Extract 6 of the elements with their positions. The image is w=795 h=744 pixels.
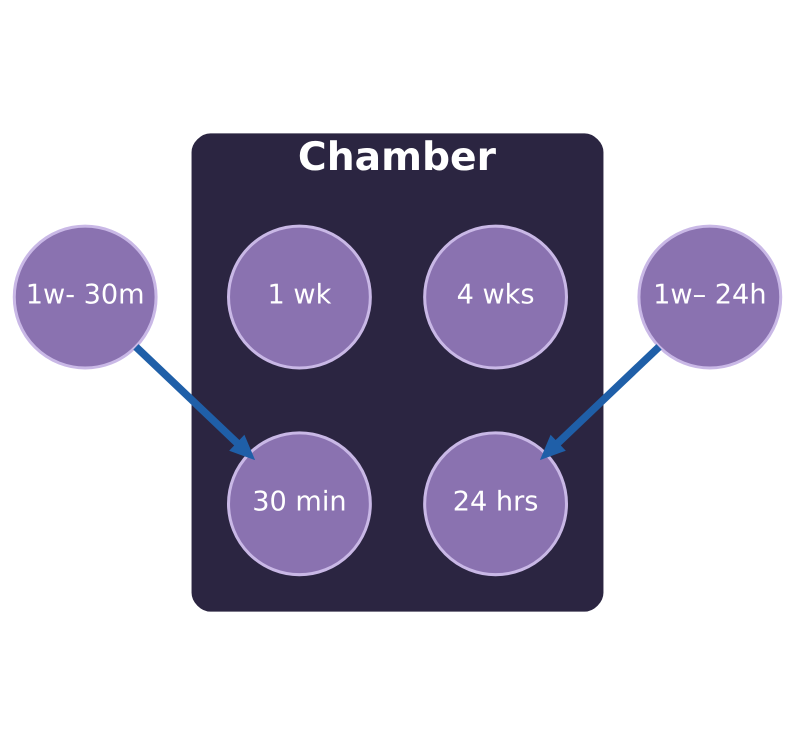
node-circle: 1w– 24h xyxy=(637,224,782,369)
node-circle: 1w- 30m xyxy=(12,224,158,369)
node-circle: 4 wks xyxy=(423,224,568,369)
node-circle: 1 wk xyxy=(227,224,372,369)
arrow xyxy=(540,344,662,460)
arrow xyxy=(133,344,256,460)
